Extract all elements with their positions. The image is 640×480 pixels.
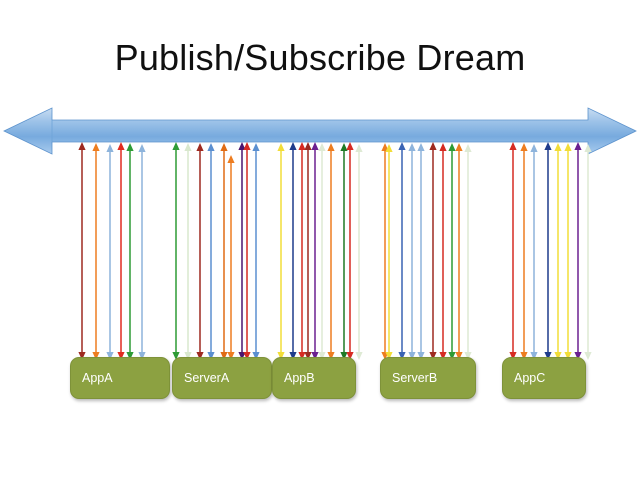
double-headed-arrow bbox=[318, 143, 326, 360]
double-headed-arrow bbox=[220, 143, 228, 360]
double-headed-arrow bbox=[355, 144, 363, 360]
double-headed-arrow bbox=[277, 143, 285, 360]
double-headed-arrow bbox=[196, 143, 204, 360]
double-headed-arrow bbox=[408, 143, 416, 360]
double-headed-arrow bbox=[520, 143, 528, 360]
double-headed-arrow bbox=[417, 143, 425, 360]
double-headed-arrow bbox=[238, 142, 246, 360]
node-label: AppA bbox=[82, 371, 113, 385]
arrowhead-down-icon bbox=[355, 352, 363, 360]
double-headed-arrow bbox=[455, 143, 463, 360]
double-headed-arrow bbox=[298, 142, 306, 360]
double-headed-arrow bbox=[126, 143, 134, 360]
double-headed-arrow bbox=[327, 143, 335, 360]
node-box-appc[interactable]: AppC bbox=[502, 357, 586, 399]
node-label: AppB bbox=[284, 371, 315, 385]
node-label: AppC bbox=[514, 371, 546, 385]
double-headed-arrow bbox=[544, 142, 552, 360]
double-headed-arrow bbox=[385, 144, 393, 360]
double-headed-arrow bbox=[184, 143, 192, 360]
double-headed-arrow bbox=[340, 143, 348, 360]
node-box-appa[interactable]: AppA bbox=[70, 357, 170, 399]
double-headed-arrow bbox=[172, 142, 180, 360]
double-headed-arrow bbox=[346, 142, 354, 360]
node-box-appb[interactable]: AppB bbox=[272, 357, 356, 399]
double-headed-arrow bbox=[227, 155, 235, 360]
node-label: ServerB bbox=[392, 371, 438, 385]
double-headed-arrow bbox=[92, 143, 100, 360]
double-headed-arrow bbox=[429, 142, 437, 360]
double-headed-arrow bbox=[289, 142, 297, 360]
double-headed-arrow bbox=[439, 143, 447, 360]
node-box-servera[interactable]: ServerA bbox=[172, 357, 272, 399]
double-headed-arrow bbox=[117, 142, 125, 360]
double-headed-arrow bbox=[509, 142, 517, 360]
double-headed-arrow bbox=[448, 143, 456, 360]
double-headed-arrow bbox=[252, 143, 260, 360]
double-headed-arrow bbox=[243, 142, 251, 360]
node-box-serverb[interactable]: ServerB bbox=[380, 357, 476, 399]
double-headed-arrow bbox=[554, 143, 562, 360]
double-headed-arrow bbox=[584, 144, 592, 360]
appa-arrows bbox=[78, 142, 146, 360]
servera-arrows bbox=[172, 142, 260, 360]
double-headed-arrow bbox=[304, 142, 312, 360]
node-label: ServerA bbox=[184, 371, 230, 385]
arrowhead-down-icon bbox=[584, 352, 592, 360]
serverb-arrows bbox=[381, 142, 472, 360]
double-headed-arrow bbox=[464, 144, 472, 360]
double-headed-arrow bbox=[398, 142, 406, 360]
appb-arrows bbox=[277, 142, 363, 360]
double-headed-arrow bbox=[381, 143, 389, 360]
double-headed-arrow bbox=[138, 144, 146, 360]
double-headed-arrow bbox=[207, 143, 215, 360]
double-headed-arrow bbox=[574, 142, 582, 360]
double-headed-arrow bbox=[78, 142, 86, 360]
double-headed-arrow bbox=[106, 144, 114, 360]
bus-arrow-shape bbox=[3, 107, 637, 155]
page-title: Publish/Subscribe Dream bbox=[114, 37, 526, 78]
message-bus bbox=[3, 107, 637, 155]
double-headed-arrow bbox=[311, 142, 319, 360]
double-headed-arrow bbox=[530, 144, 538, 360]
appc-arrows bbox=[509, 142, 592, 360]
double-headed-arrow bbox=[564, 143, 572, 360]
